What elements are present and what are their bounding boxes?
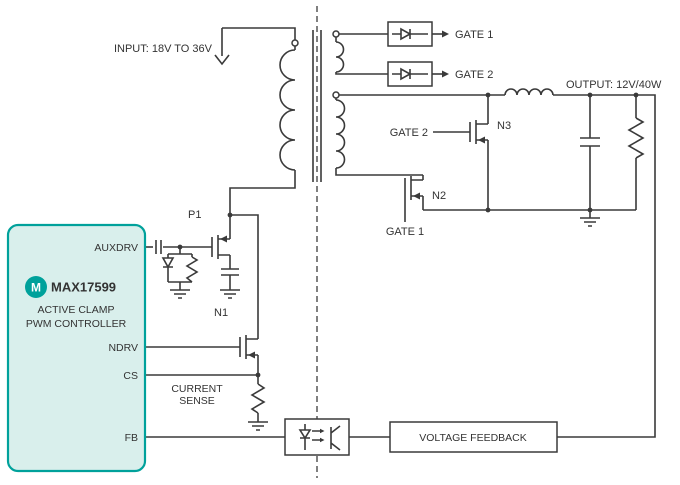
output-capacitor: [580, 95, 600, 227]
mosfet-p1: P1: [188, 209, 231, 269]
capacitor-icon: [155, 240, 162, 254]
n3-label: N3: [497, 120, 511, 132]
feedback-path: VOLTAGE FEEDBACK: [145, 418, 558, 456]
controller-subtitle: ACTIVE CLAMP: [37, 304, 114, 316]
ground-icon: [220, 289, 240, 299]
controller-ic: M MAX17599 ACTIVE CLAMP PWM CONTROLLER A…: [6, 223, 147, 473]
secondary-winding: [335, 99, 346, 169]
gate1-rectifier: GATE 1: [339, 21, 493, 47]
resistor-icon: [185, 256, 199, 283]
pin-label-ndrv: NDRV: [108, 342, 138, 354]
capacitor-icon: [221, 268, 239, 276]
transformer: [279, 30, 346, 182]
diode-icon: [400, 67, 412, 81]
part-number: MAX17599: [51, 280, 116, 295]
arrow-right-icon: [442, 30, 449, 38]
clamp-capacitor: [220, 268, 240, 299]
gate2-rectifier: GATE 2: [335, 61, 493, 87]
n1-label: N1: [214, 307, 228, 319]
primary-switch-node: [229, 170, 296, 339]
mosfet-n1: N1: [145, 307, 259, 384]
mosfet-arrow-icon: [220, 235, 227, 243]
maxim-logo-letter: M: [31, 281, 41, 295]
diode-icon: [400, 27, 412, 41]
pin-label-fb: FB: [125, 432, 138, 444]
maxim-logo-icon: [25, 276, 47, 298]
mosfet-n3: GATE 2 N3: [390, 95, 511, 210]
gate2-label: GATE 2: [455, 69, 493, 81]
n3-gate-label: GATE 2: [390, 127, 428, 139]
output-label: OUTPUT: 12V/40W: [566, 79, 662, 91]
optocoupler-icon: [298, 424, 341, 451]
ground-icon: [170, 289, 190, 299]
input-label: INPUT: 18V TO 36V: [114, 43, 213, 55]
resistor-icon: [250, 383, 266, 414]
auxdrv-network: [145, 240, 212, 299]
arrow-right-icon: [442, 70, 449, 78]
capacitor-icon: [580, 137, 600, 147]
input-node: INPUT: 18V TO 36V: [114, 27, 296, 66]
junction-dots: [177, 92, 639, 378]
secondary-rails: [335, 88, 656, 438]
transformer-core: [312, 30, 322, 182]
n2-label: N2: [432, 190, 446, 202]
secondary-terminal: [332, 91, 340, 99]
mosfet-arrow-icon: [248, 351, 255, 359]
load-resistor: [627, 95, 645, 210]
mosfet-arrow-icon: [413, 192, 420, 200]
mosfet-n2: GATE 1 N2: [386, 175, 446, 238]
ground-icon: [248, 421, 268, 431]
mosfet-arrow-icon: [478, 136, 485, 144]
p1-label: P1: [188, 209, 201, 221]
primary-winding: [279, 49, 296, 171]
pin-label-auxdrv: AUXDRV: [94, 242, 138, 254]
aux-winding: [335, 41, 345, 73]
current-sense-label: CURRENT: [171, 383, 223, 395]
voltage-feedback-label: VOLTAGE FEEDBACK: [419, 432, 527, 444]
input-arrow-icon: [214, 54, 230, 66]
primary-terminal: [291, 39, 299, 47]
diode-icon: [161, 257, 175, 269]
aux-winding-terminal: [332, 30, 340, 38]
current-sense-label: SENSE: [179, 395, 215, 407]
gate1-label: GATE 1: [455, 29, 493, 41]
ground-icon: [580, 217, 600, 227]
pin-label-cs: CS: [123, 370, 138, 382]
n2-gate-label: GATE 1: [386, 226, 424, 238]
resistor-icon: [627, 117, 645, 159]
output-inductor: [504, 88, 554, 96]
current-sense: CURRENT SENSE: [145, 374, 268, 431]
controller-subtitle: PWM CONTROLLER: [26, 318, 127, 330]
voltage-feedback-box: [389, 421, 558, 453]
